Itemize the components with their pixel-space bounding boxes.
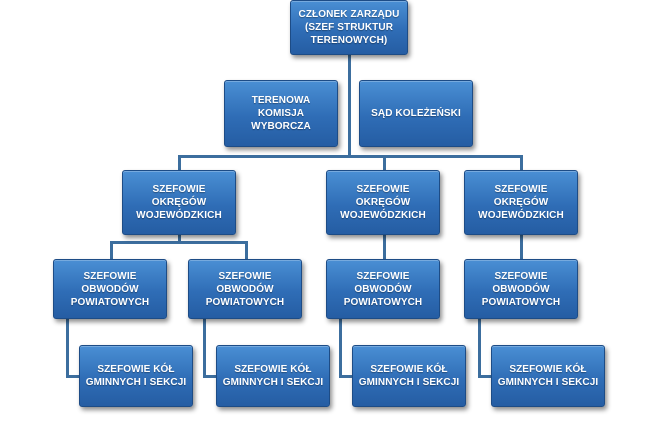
connector: [66, 318, 69, 377]
connector: [66, 375, 80, 378]
box-district-2: SZEFOWIE OBWODÓW POWIATOWYCH: [188, 259, 302, 319]
box-municipal-4: SZEFOWIE KÓŁ GMINNYCH I SEKCJI: [491, 345, 605, 407]
connector: [110, 241, 113, 259]
box-voivodeship-2: SZEFOWIE OKRĘGÓW WOJEWÓDZKICH: [326, 170, 440, 235]
box-voivodeship-3: SZEFOWIE OKRĘGÓW WOJEWÓDZKICH: [464, 170, 578, 235]
box-municipal-1: SZEFOWIE KÓŁ GMINNYCH I SEKCJI: [79, 345, 193, 407]
box-top-board-member: CZŁONEK ZARZĄDU (SZEF STRUKTUR TERENOWYC…: [290, 0, 408, 55]
connector: [203, 318, 206, 377]
connector: [178, 155, 181, 170]
connector: [178, 155, 522, 158]
connector: [520, 155, 523, 170]
box-election-commission: TERENOWA KOMISJA WYBORCZA: [224, 80, 338, 147]
connector: [348, 54, 351, 156]
box-district-4: SZEFOWIE OBWODÓW POWIATOWYCH: [464, 259, 578, 319]
connector: [478, 375, 492, 378]
connector: [520, 235, 523, 259]
box-district-3: SZEFOWIE OBWODÓW POWIATOWYCH: [326, 259, 440, 319]
box-district-1: SZEFOWIE OBWODÓW POWIATOWYCH: [53, 259, 167, 319]
connector: [339, 375, 353, 378]
connector: [383, 155, 386, 170]
connector: [245, 241, 248, 259]
connector: [203, 375, 217, 378]
box-municipal-2: SZEFOWIE KÓŁ GMINNYCH I SEKCJI: [216, 345, 330, 407]
box-peer-court: SĄD KOLEŻEŃSKI: [359, 80, 473, 147]
connector: [383, 235, 386, 259]
connector: [339, 318, 342, 377]
box-municipal-3: SZEFOWIE KÓŁ GMINNYCH I SEKCJI: [352, 345, 466, 407]
connector: [478, 318, 481, 377]
box-voivodeship-1: SZEFOWIE OKRĘGÓW WOJEWÓDZKICH: [122, 170, 236, 235]
connector: [178, 235, 181, 243]
